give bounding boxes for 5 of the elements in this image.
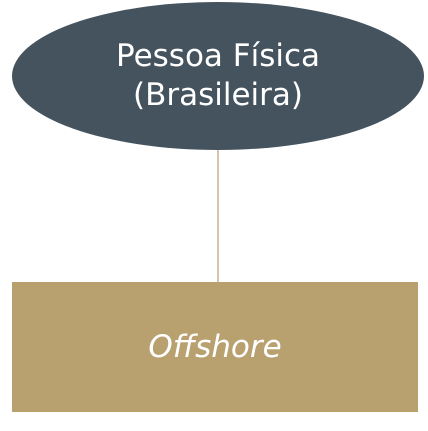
process-box bbox=[12, 282, 418, 412]
node-label: Offshore bbox=[148, 328, 282, 366]
ellipse-node bbox=[12, 2, 424, 150]
connector-line bbox=[217, 150, 219, 282]
node-label: Pessoa Física (Brasileira) bbox=[114, 37, 322, 115]
